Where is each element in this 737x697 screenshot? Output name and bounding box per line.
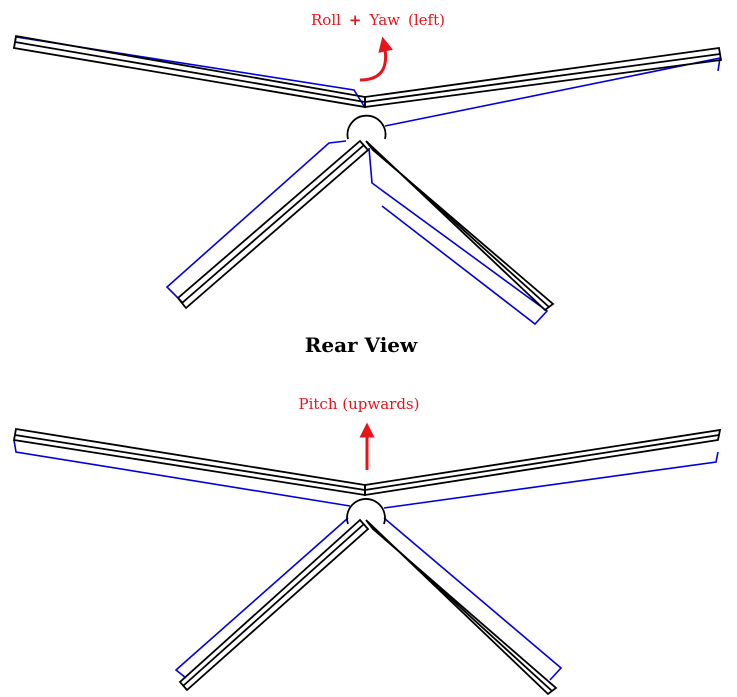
bottom-label: Pitch (upwards) [299, 395, 420, 413]
top-airframe [12, 34, 723, 312]
bottom-airframe [12, 427, 722, 696]
top-figure: Roll+Yaw(left) [12, 11, 723, 326]
bottom-figure: Pitch (upwards) [12, 395, 722, 696]
top-label: Roll+Yaw(left) [311, 11, 445, 29]
bottom-displaced-outline [13, 439, 719, 681]
curved-arrow-icon [359, 36, 393, 82]
section-title: Rear View [305, 333, 418, 357]
